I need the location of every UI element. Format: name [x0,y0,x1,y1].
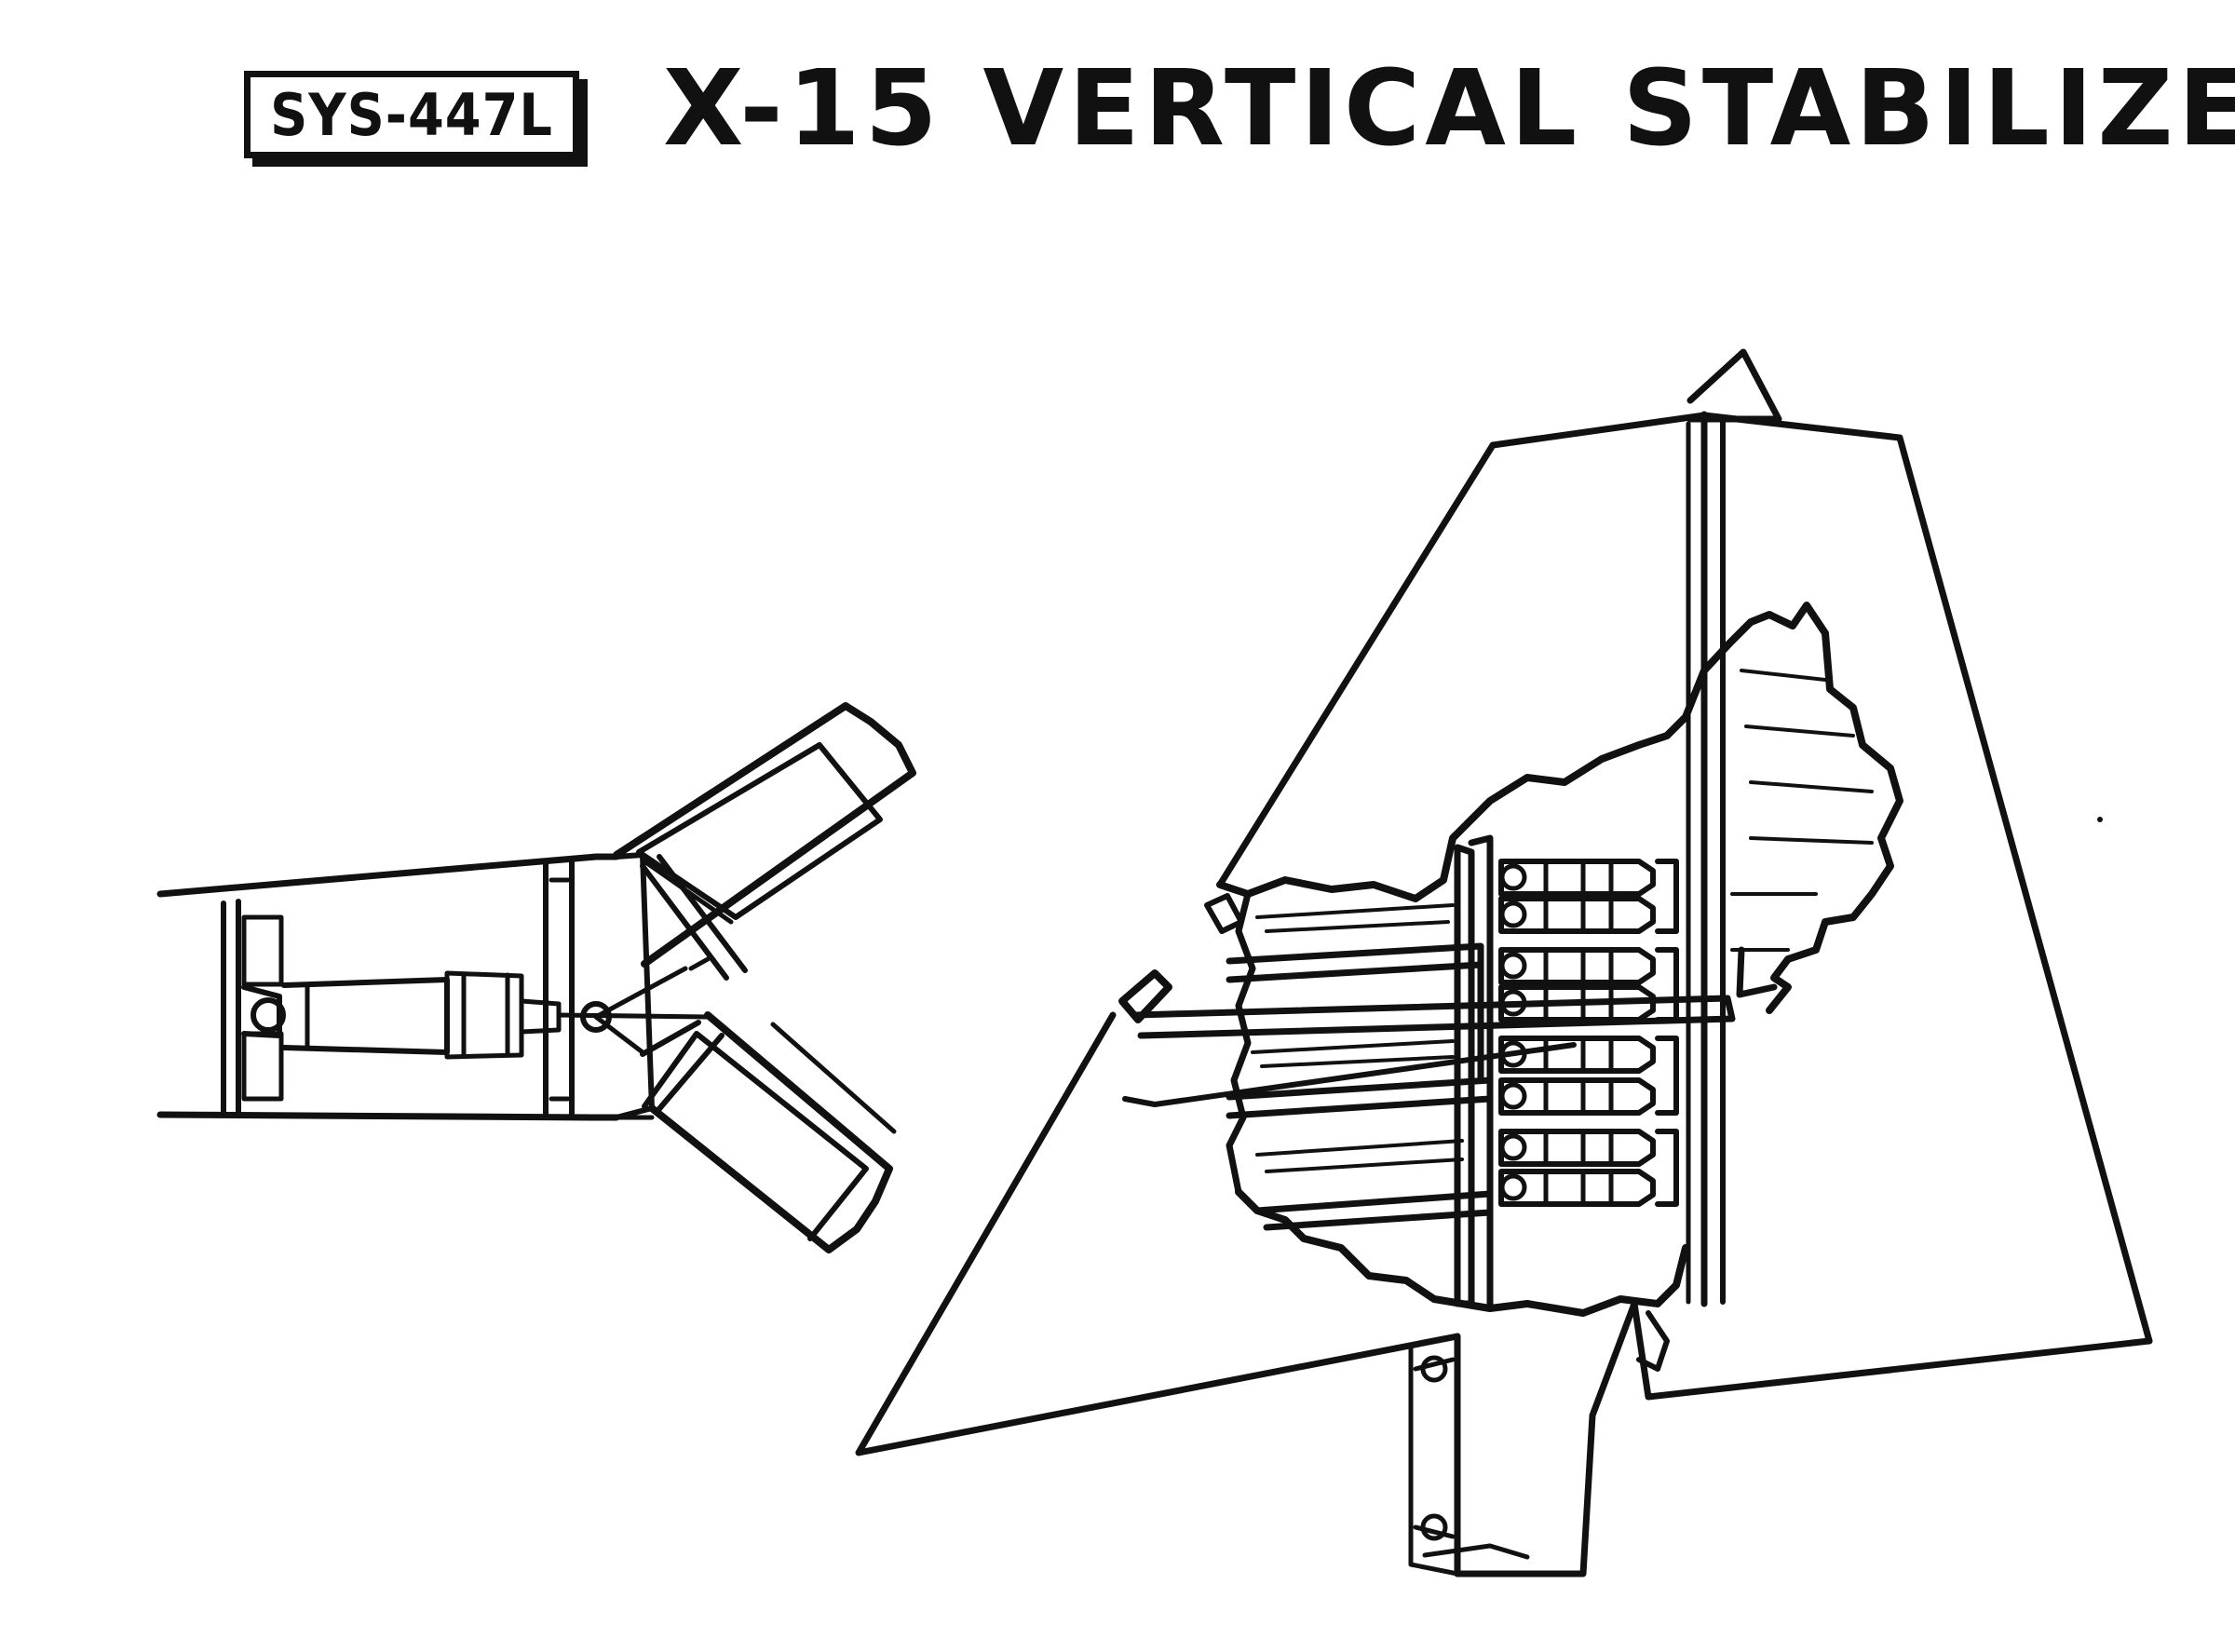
rudder-actuator-top-view [156,702,916,1253]
actuator-cylinder-stack [1498,859,1679,1207]
registration-mark [2097,817,2103,822]
header: SYS-447L X-15 VERTICAL STABILIZER [0,0,2235,214]
vertical-stabilizer-cutaway [855,348,2153,1578]
document-code-badge: SYS-447L [244,71,579,158]
page-title: X-15 VERTICAL STABILIZER [663,48,2235,169]
